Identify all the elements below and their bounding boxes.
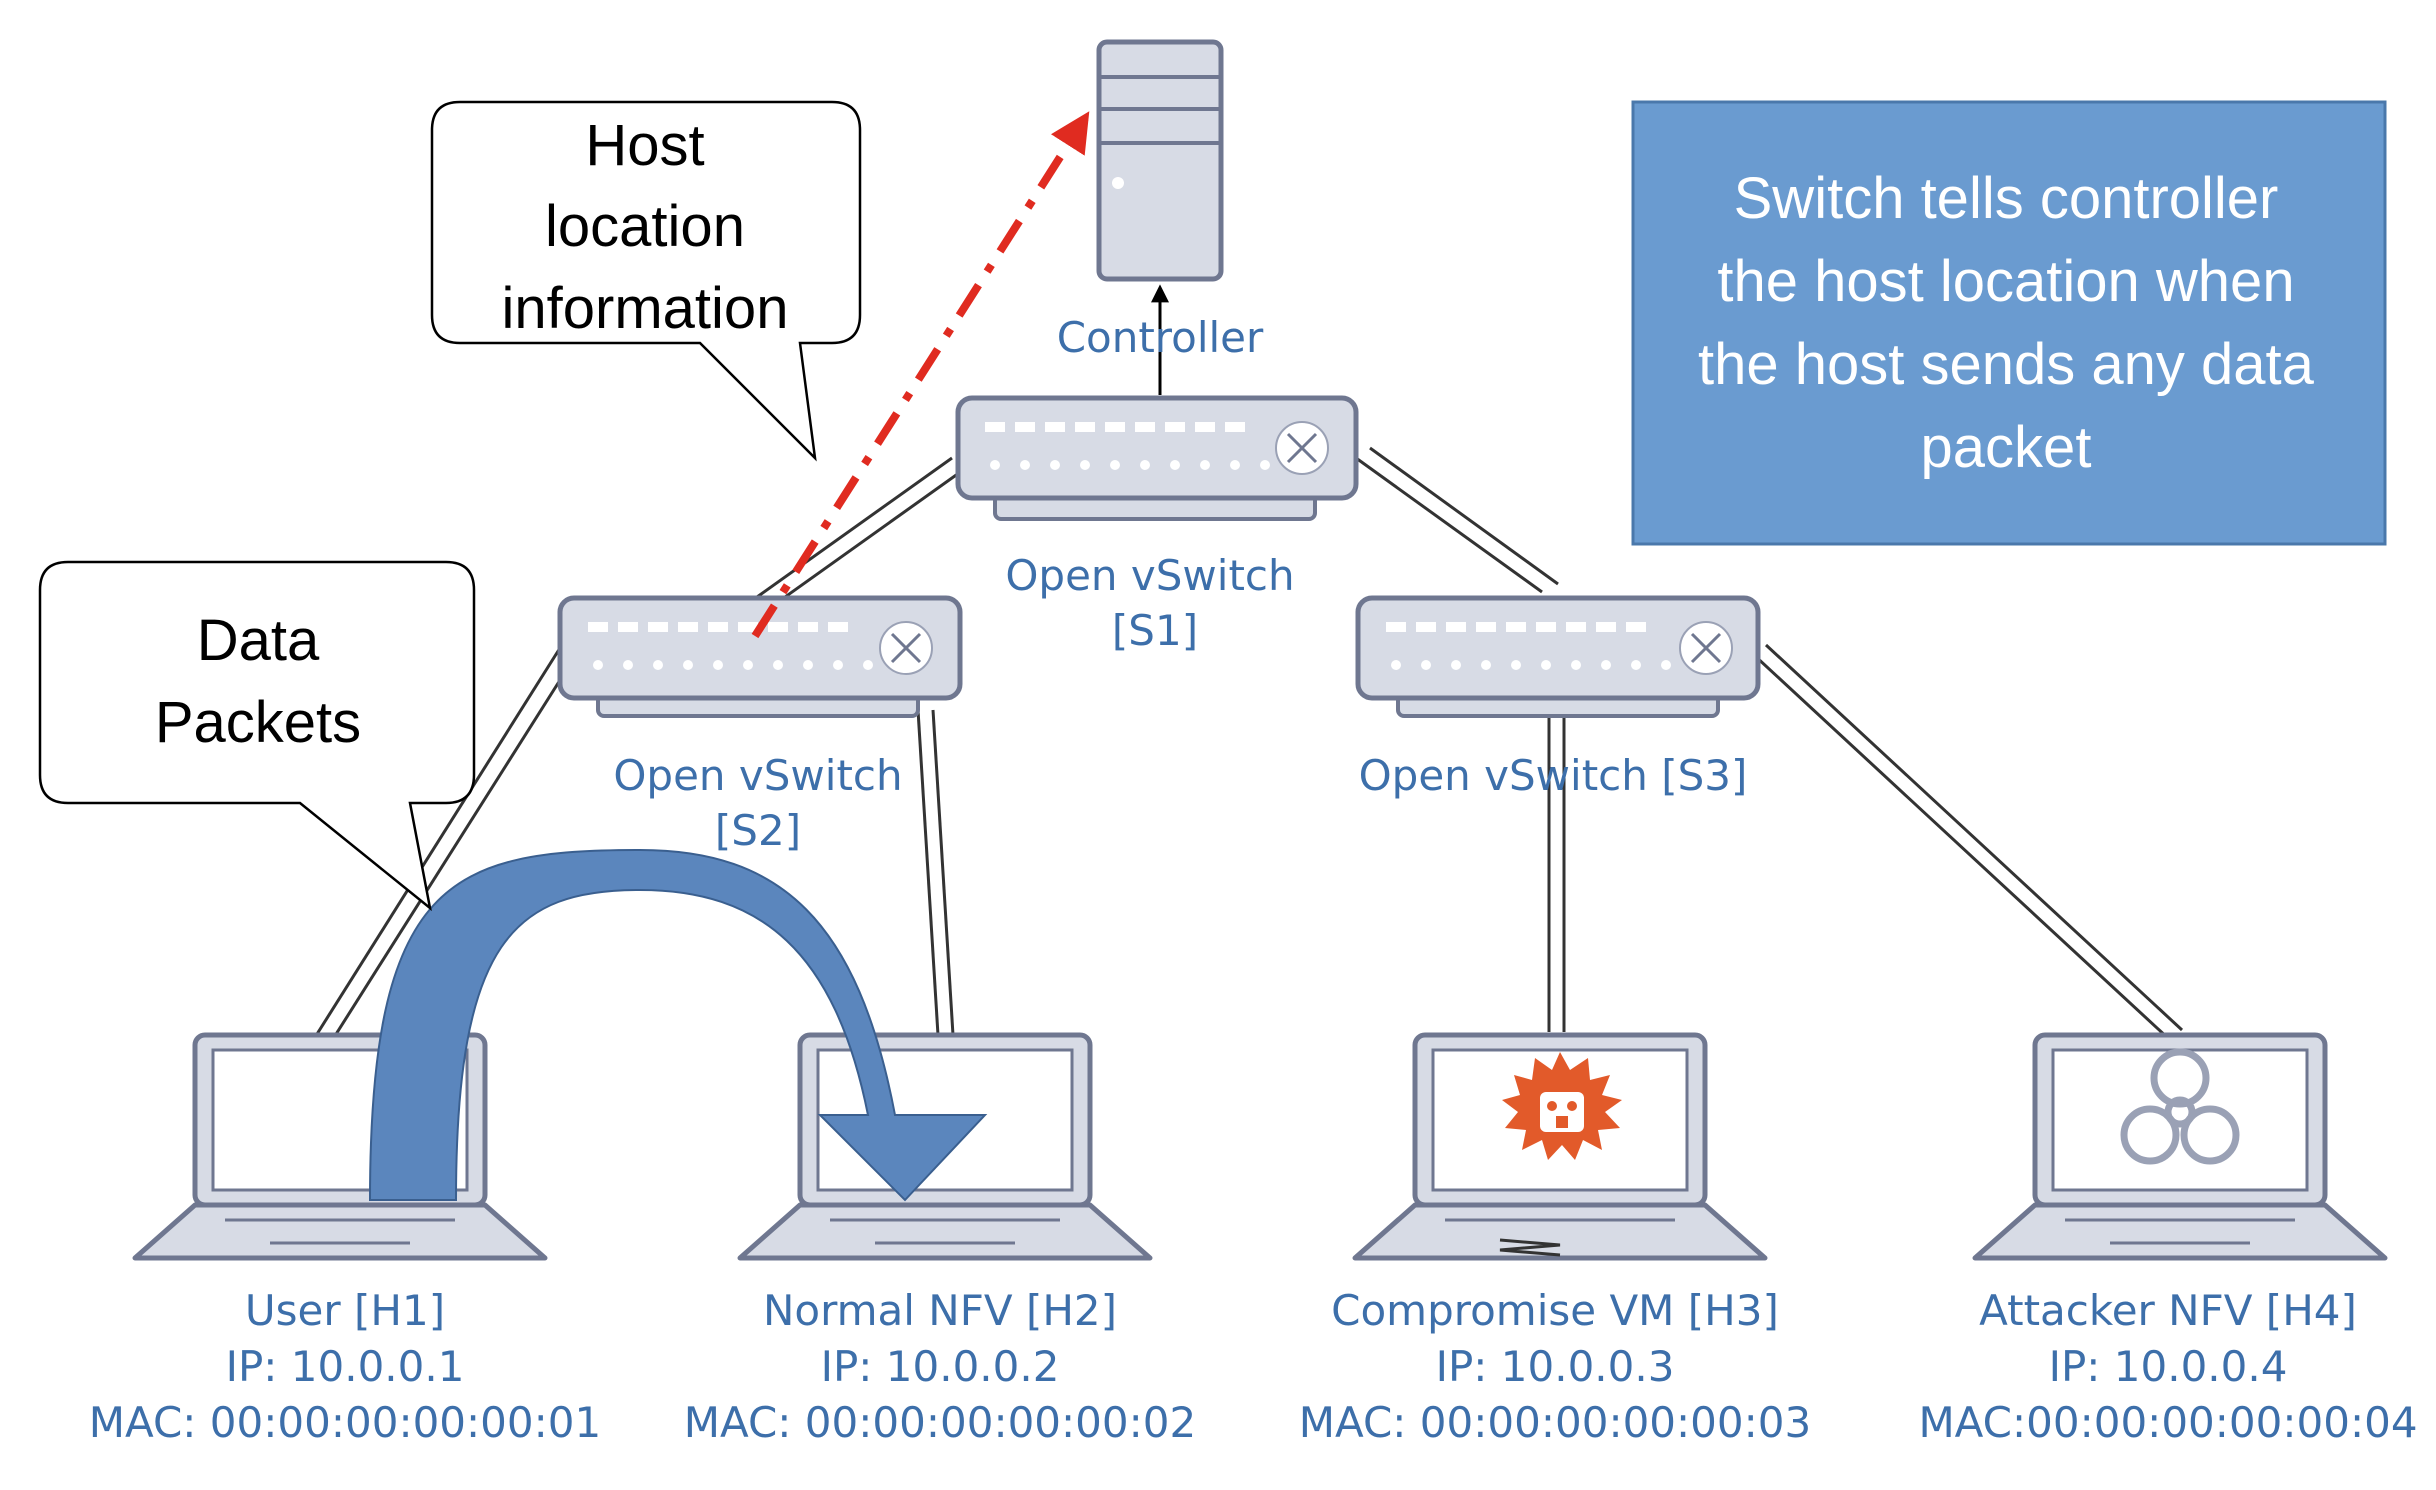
host-h1-name: User [H1] <box>245 1286 445 1335</box>
host-h4-labels: Attacker NFV [H4] IP: 10.0.0.4 MAC:00:00… <box>1918 1286 2417 1447</box>
host-h3-mac: MAC: 00:00:00:00:00:03 <box>1299 1398 1811 1447</box>
link-s1-s3 <box>1355 446 1559 594</box>
switch-s2-label: Open vSwitch <box>613 751 902 800</box>
data-packets-callout <box>38 560 476 912</box>
switch-s3-label: Open vSwitch [S3] <box>1359 751 1748 800</box>
note-line3: the host sends any data <box>1698 332 2315 397</box>
host-h4-ip: IP: 10.0.0.4 <box>2049 1342 2288 1391</box>
host-h4-name: Attacker NFV [H4] <box>1979 1286 2357 1335</box>
host-h2-labels: Normal NFV [H2] IP: 10.0.0.2 MAC: 00:00:… <box>684 1286 1196 1447</box>
host-h3-name: Compromise VM [H3] <box>1331 1286 1779 1335</box>
switch-s1-label: Open vSwitch <box>1005 551 1294 600</box>
controller-label: Controller <box>1057 313 1264 362</box>
host-location-callout <box>430 100 862 462</box>
host-h1-mac: MAC: 00:00:00:00:00:01 <box>89 1398 601 1447</box>
note-line1: Switch tells controller <box>1734 166 2279 231</box>
virus-icon <box>1502 1052 1622 1160</box>
data-packets-callout-line2: Packets <box>155 690 361 755</box>
switch-s3-icon <box>1355 595 1761 718</box>
laptop-h4-icon <box>1972 1032 2388 1261</box>
host-h2-name: Normal NFV [H2] <box>763 1286 1117 1335</box>
host-h4-mac: MAC:00:00:00:00:00:04 <box>1918 1398 2417 1447</box>
switch-s1-icon <box>955 395 1359 521</box>
explanation-note-box <box>1631 100 2387 546</box>
server-icon <box>1096 39 1224 282</box>
link-s3-h4 <box>1752 643 2184 1042</box>
host-location-red-arrow <box>751 111 1090 639</box>
link-s3-h3 <box>1547 712 1566 1032</box>
link-s2-h1 <box>310 647 576 1051</box>
host-location-callout-line1: Host <box>585 113 704 178</box>
switch-s1-id: [S1] <box>1112 606 1198 655</box>
host-h3-labels: Compromise VM [H3] IP: 10.0.0.3 MAC: 00:… <box>1299 1286 1811 1447</box>
host-h2-mac: MAC: 00:00:00:00:00:02 <box>684 1398 1196 1447</box>
data-packets-callout-line1: Data <box>197 608 320 673</box>
switch-s2-icon <box>557 595 963 718</box>
note-line4: packet <box>1921 415 2092 480</box>
host-location-callout-line2: location <box>545 194 745 259</box>
note-line2: the host location when <box>1717 249 2294 314</box>
host-h1-labels: User [H1] IP: 10.0.0.1 MAC: 00:00:00:00:… <box>89 1286 601 1447</box>
host-h2-ip: IP: 10.0.0.2 <box>821 1342 1060 1391</box>
laptop-h1-icon <box>132 1032 548 1261</box>
data-packet-curved-arrow <box>368 848 988 1202</box>
biohazard-icon <box>2120 1048 2240 1165</box>
host-location-callout-line3: information <box>502 276 789 341</box>
host-h3-ip: IP: 10.0.0.3 <box>1436 1342 1675 1391</box>
switch-s2-id: [S2] <box>715 806 801 855</box>
host-h1-ip: IP: 10.0.0.1 <box>226 1342 465 1391</box>
link-s2-h2 <box>916 709 955 1036</box>
links <box>310 446 2184 1051</box>
